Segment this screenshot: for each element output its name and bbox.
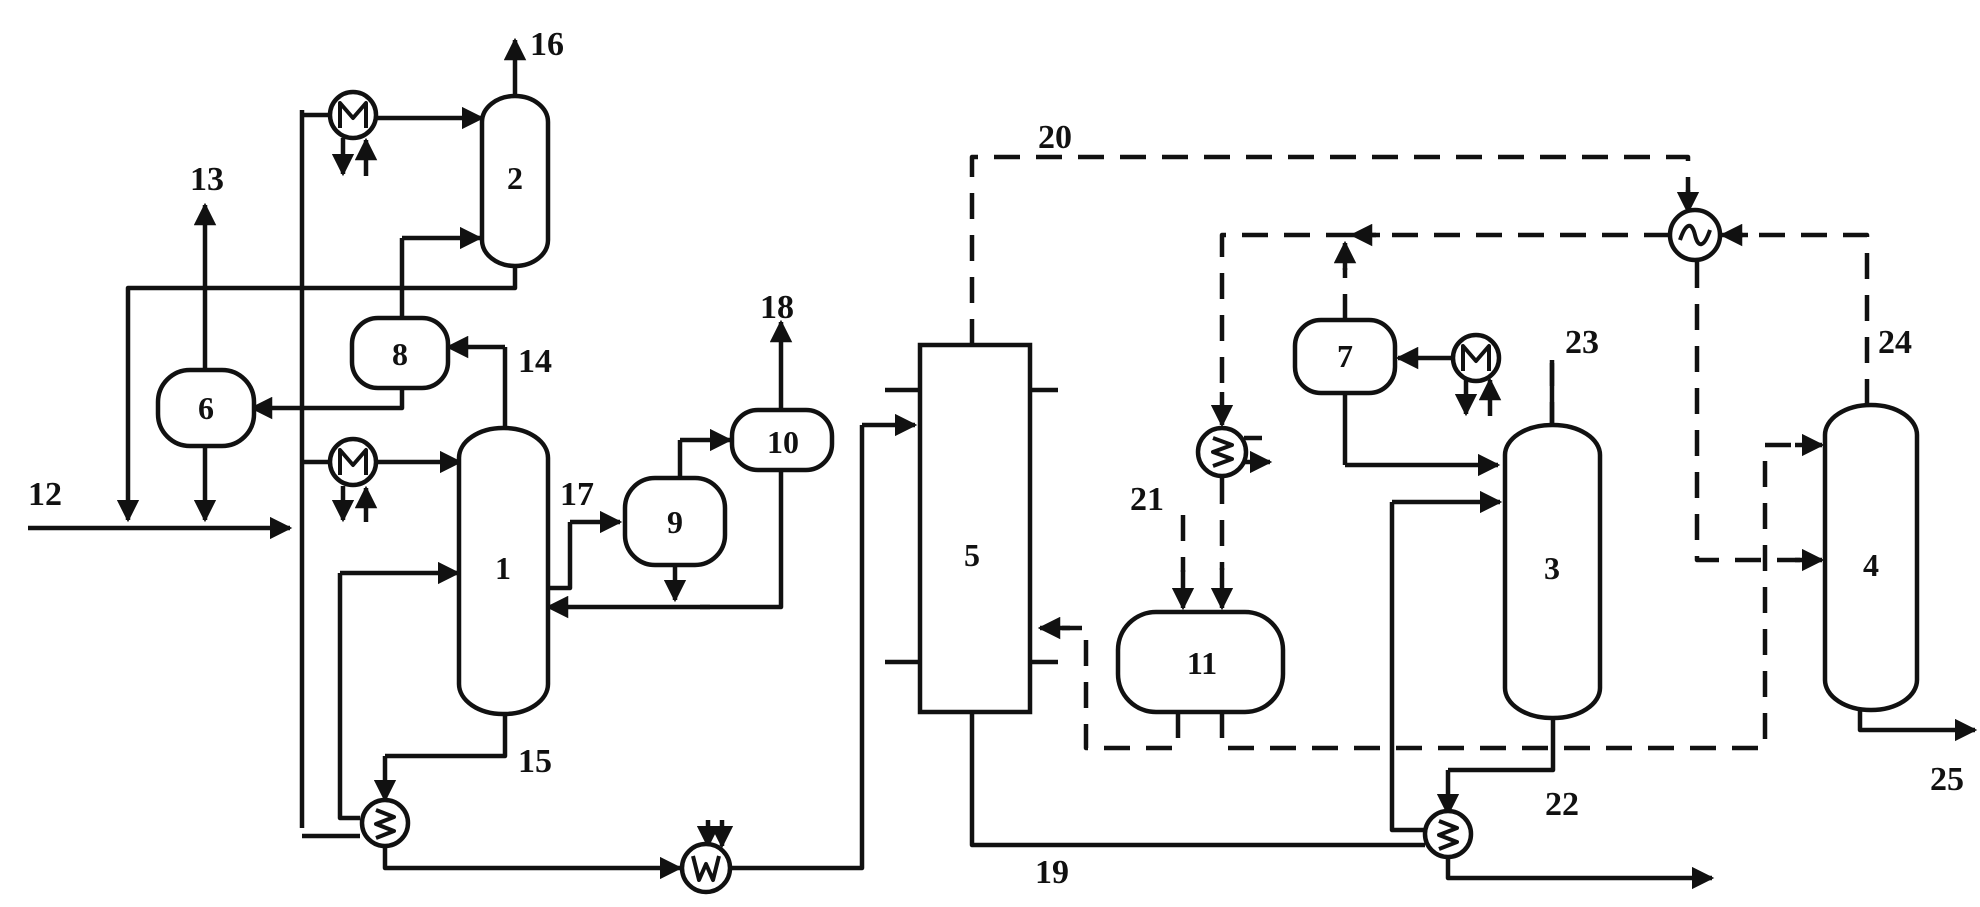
dashed-11-to-4 (1219, 442, 1800, 751)
exchanger-icon (359, 797, 411, 849)
dashed-line-to-cooler (1219, 232, 1352, 395)
column-5 (917, 342, 1033, 715)
return-line-2-to-feed (125, 265, 518, 505)
stream-label-23: 23 (1565, 324, 1599, 361)
stream-label-13: 13 (190, 161, 224, 198)
drum-7 (1292, 317, 1398, 396)
unit-label-5: 5 (964, 537, 980, 573)
vessels (155, 93, 1920, 721)
unit-label-7: 7 (1337, 338, 1353, 374)
stream-labels: 12 13 14 15 16 17 18 19 20 21 22 23 24 2… (28, 26, 1964, 891)
drum-10 (729, 407, 835, 473)
exchanger-icon (1422, 808, 1474, 860)
unit-label-11: 11 (1187, 645, 1217, 681)
stream-label-17: 17 (560, 476, 594, 513)
side-draw-17-a (548, 522, 573, 591)
stream-label-24: 24 (1878, 324, 1912, 361)
stream-label-16: 16 (530, 26, 564, 63)
column-2 (479, 93, 551, 269)
solid-piping (28, 37, 1978, 890)
stream-label-21: 21 (1130, 481, 1164, 518)
tilde-exchanger-icon (1667, 207, 1723, 263)
M-icon (1450, 332, 1502, 384)
dashed-11-to-5 (1062, 625, 1181, 751)
line-10-return-a (700, 470, 784, 610)
line-8-to-6-a (268, 388, 405, 411)
column-1 (456, 425, 551, 717)
reboiler-out-a (382, 842, 652, 871)
reboiler-loop-a (337, 573, 360, 821)
drum-6 (155, 367, 257, 449)
bottom-line-15-a (385, 715, 508, 759)
column-4 (1822, 402, 1920, 713)
stream-label-15: 15 (518, 743, 552, 780)
heat-exchangers (327, 89, 1723, 895)
column-3 (1502, 422, 1603, 721)
M-icon (327, 89, 379, 141)
exchanger-icon (1195, 425, 1249, 479)
M-icon (327, 436, 379, 488)
exchanger-icon (679, 841, 733, 895)
heater-to-5-a (730, 425, 865, 871)
drum-8 (349, 315, 451, 391)
drum-11 (1115, 609, 1286, 715)
stream-label-12: 12 (28, 476, 62, 513)
unit-label-2: 2 (507, 160, 523, 196)
dashed-line-24 (1740, 232, 1870, 405)
bottom-line-22-a (1448, 718, 1556, 773)
stream-label-19: 19 (1035, 854, 1069, 891)
bottom-line-25-a (1857, 710, 1945, 733)
drum-9 (622, 475, 728, 568)
exchanger-to-3-a (1389, 502, 1425, 833)
dashed-recup-to-4 (1694, 262, 1800, 563)
unit-label-10: 10 (767, 424, 799, 460)
stream-label-25: 25 (1930, 761, 1964, 798)
stream-label-14: 14 (518, 343, 552, 380)
unit-label-4: 4 (1863, 547, 1879, 583)
stream-label-18: 18 (760, 289, 794, 326)
unit-label-8: 8 (392, 336, 408, 372)
stream-label-20: 20 (1038, 119, 1072, 156)
dashed-line-20 (969, 154, 1691, 345)
unit-labels: 1 2 3 4 5 6 7 8 9 10 11 (198, 160, 1879, 681)
exchanger-out-a (1445, 855, 1680, 881)
stream-label-22: 22 (1545, 786, 1579, 823)
unit-label-3: 3 (1544, 550, 1560, 586)
unit-label-6: 6 (198, 390, 214, 426)
unit-label-1: 1 (495, 550, 511, 586)
unit-label-9: 9 (667, 504, 683, 540)
dashed-piping (969, 154, 1870, 751)
bottom-line-19 (969, 712, 1425, 848)
